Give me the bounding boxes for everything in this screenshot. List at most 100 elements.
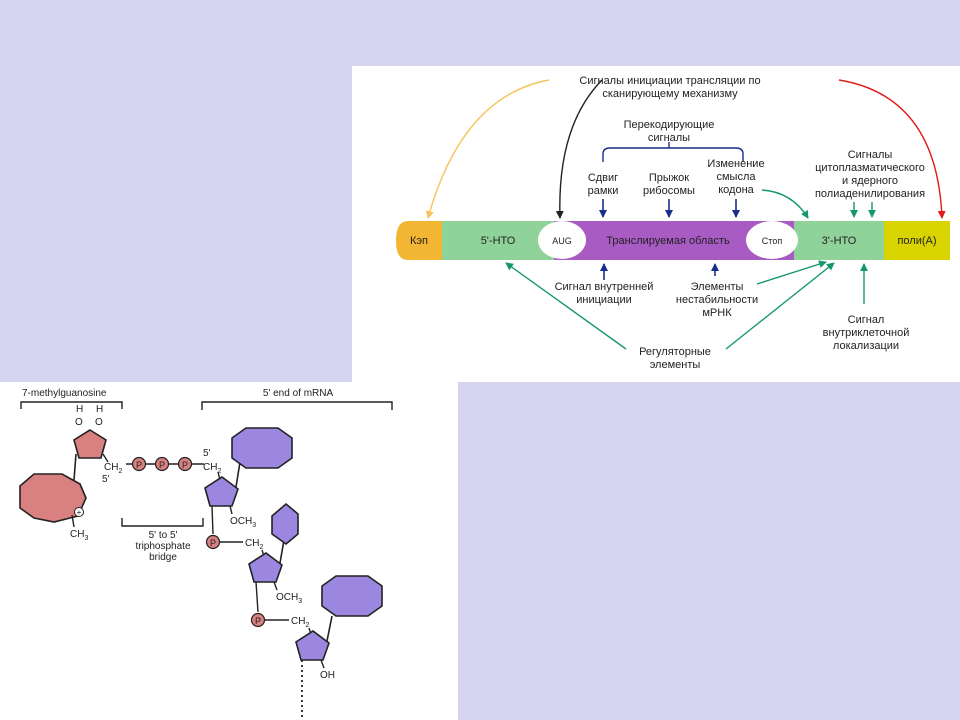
o-atom-2: O [95, 417, 103, 428]
localization-label-line1: Сигнал [848, 314, 885, 326]
mrna-regulatory-diagram: Кэп 5'-НТО AUG Транслируемая область Сто… [396, 75, 950, 371]
phosphate-3 [177, 456, 193, 472]
utr3-label: 3'-НТО [822, 235, 857, 247]
h-atom-1: H [76, 404, 83, 415]
utr5-segment [442, 221, 554, 260]
recoding-signals-label-line1: Перекодирующие [624, 119, 715, 131]
phosphate-3-label: P [182, 460, 188, 470]
mrna-regulatory-diagram-panel: Кэп 5'-НТО AUG Транслируемая область Сто… [352, 66, 960, 382]
instability-label-line3: мРНК [702, 307, 732, 319]
five-prime-mrna: 5' [203, 448, 211, 459]
ribose-to-base-bond [73, 453, 77, 481]
ribose-2-to-base-bond [279, 539, 285, 564]
stop-oval [746, 221, 798, 259]
phosphate-2 [154, 456, 170, 472]
cap-label: Кэп [410, 235, 428, 247]
polyadenylation-label-line2: цитоплазматического [815, 162, 925, 174]
aug-label: AUG [552, 236, 572, 246]
positive-charge: + [77, 508, 82, 517]
localization-label-line3: локализации [833, 340, 899, 352]
guanine-base-ring [19, 473, 87, 523]
bridge-bracket [121, 518, 204, 527]
recoding-signals-label-line2: сигналы [648, 132, 690, 144]
polyadenylation-label-line4: полиаденилирования [815, 188, 925, 200]
polyadenylation-label-line3: и ядерного [842, 175, 898, 187]
ribose-2-och3-bond [273, 581, 278, 591]
regulatory-arrow-to-3utr [725, 262, 835, 350]
ires-label-line2: инициации [576, 294, 632, 306]
polya-segment [884, 221, 950, 260]
instability-label-line2: нестабильности [676, 294, 758, 306]
ribose-to-ch2-bond [102, 453, 109, 463]
och3-1: OCH3 [230, 516, 256, 529]
base-1 [231, 427, 293, 469]
scanning-signals-title-line1: Сигналы инициации трансляции по [579, 75, 760, 87]
five-prime-guanosine: 5' [102, 474, 110, 485]
methylguanosine-label: 7-methylguanosine [22, 388, 107, 399]
positive-charge-circle [74, 507, 84, 517]
n7-methyl-bond [71, 514, 75, 528]
mrna-cap-structure: 7-methylguanosine 5' end of mRNA H H O O… [19, 388, 393, 718]
scanning-arrow-to-cap [426, 79, 550, 219]
frameshift-label-line1: Сдвиг [588, 172, 618, 184]
regulatory-arrow-to-5utr [505, 262, 627, 350]
ribose-3-to-base-bond [326, 615, 333, 642]
mrna-5prime-end-label: 5' end of mRNA [263, 388, 334, 399]
stop-label: Стоп [762, 236, 783, 246]
ch2-nucleotide-2: CH2 [245, 538, 263, 551]
polyadenylation-label-line1: Сигналы [848, 149, 893, 161]
polya-label: поли(A) [897, 235, 936, 247]
och3-2: OCH3 [276, 592, 302, 605]
mrna-cap-structure-panel: 7-methylguanosine 5' end of mRNA H H O O… [0, 382, 458, 720]
codon-change-to-3utr-arrow [761, 189, 809, 219]
ch2-nucleotide-3: CH2 [291, 616, 309, 629]
phosphate-2-label: P [159, 460, 165, 470]
utr3-segment [794, 221, 884, 260]
ch2-guanosine: CH2 [104, 462, 122, 475]
translated-label: Транслируемая область [606, 235, 730, 247]
ch3-methyl: CH3 [70, 529, 88, 542]
ribose-3-oh-bond [320, 659, 325, 669]
ribose-2-phosphate-bond [255, 581, 259, 613]
h-atom-2: H [96, 404, 103, 415]
ribose-1-phosphate-bond [211, 505, 214, 535]
frameshift-label-line2: рамки [588, 185, 619, 197]
scanning-signals-title-line2: сканирующему механизму [602, 88, 738, 100]
localization-label-line2: внутриклеточной [823, 327, 910, 339]
mrna-5prime-end-bracket [201, 401, 393, 410]
scanning-arrow-to-polya [838, 79, 946, 219]
phosphate-1-label: P [136, 460, 142, 470]
codon-change-label-line3: кодона [718, 184, 754, 196]
base-3 [321, 575, 383, 617]
recoding-bracket [602, 142, 744, 162]
o-atom-1: O [75, 417, 83, 428]
bridge-label-line3: bridge [149, 552, 177, 563]
aug-oval [538, 221, 586, 259]
regulatory-elements-label-line2: элементы [650, 359, 701, 371]
codon-change-label-line2: смысла [716, 171, 756, 183]
codon-change-label-line1: Изменение [707, 158, 764, 170]
phosphate-5-label: P [255, 616, 261, 626]
oh-group: OH [320, 670, 335, 681]
ribose-2 [248, 552, 283, 583]
ribose-1 [204, 476, 239, 507]
ribose-3 [295, 630, 330, 661]
utr5-label: 5'-НТО [481, 235, 516, 247]
cap-shape [396, 221, 442, 260]
ribose-1-och3-bond [229, 505, 233, 515]
ribose-1-to-base-bond [235, 461, 241, 488]
base-2 [271, 502, 299, 546]
guanosine-ribose-ring [73, 429, 107, 459]
scanning-arrow-to-aug [555, 79, 603, 219]
ribosome-jump-label-line1: Прыжок [649, 172, 689, 184]
instability-to-3utr-arrow [756, 260, 827, 285]
instability-label-line1: Элементы [691, 281, 744, 293]
ribosome-jump-label-line2: рибосомы [643, 185, 695, 197]
phosphate-1 [131, 456, 147, 472]
regulatory-elements-label-line1: Регуляторные [639, 346, 711, 358]
ires-label-line1: Сигнал внутренней [555, 281, 654, 293]
bridge-label-line2: triphosphate [135, 541, 190, 552]
bridge-label-line1: 5' to 5' [149, 530, 178, 541]
methylguanosine-bracket [20, 401, 123, 409]
phosphate-4-label: P [210, 538, 216, 548]
